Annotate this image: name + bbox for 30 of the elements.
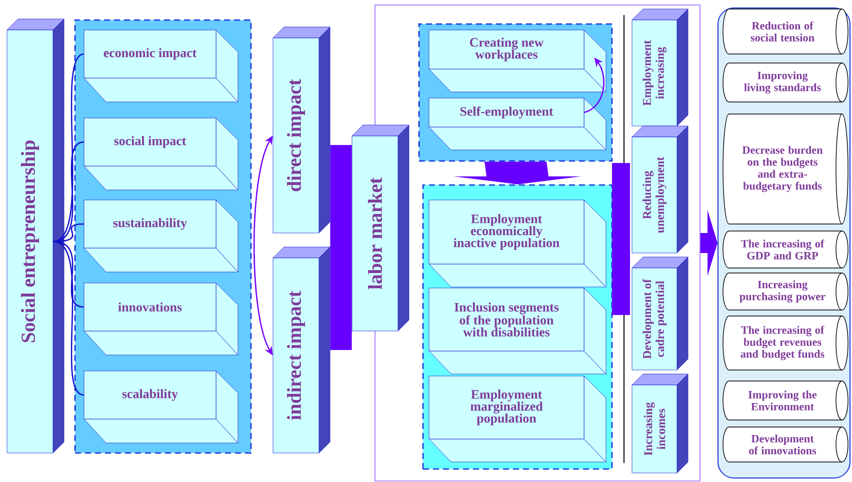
block-box: Increasing incomes	[632, 374, 688, 474]
cylinder-box: The increasing of budget revenues and budget funds	[722, 316, 848, 370]
block-box: Employment marginalized population	[428, 376, 606, 462]
block-box: Creating new workplaces	[428, 30, 606, 92]
block-box: direct impact	[272, 26, 330, 234]
block-box: innovations	[84, 282, 238, 356]
cylinder-box: Reduction of social tension	[722, 8, 848, 54]
block-box: Employment economically inactive population	[428, 200, 606, 288]
cylinder-box: Improving the Environment	[722, 380, 848, 420]
cylinder-box: Improving living standards	[722, 62, 848, 102]
block-box: labor market	[352, 124, 410, 332]
block-box: Self-employment	[428, 98, 606, 150]
block-box: Social entrepreneurship	[6, 18, 64, 454]
block-box: Inclusion segments of the population with disabilities	[428, 288, 606, 374]
connector-bar	[330, 145, 352, 350]
cylinder-box: Decrease burden on the budgets and extra-budgetary funds	[722, 114, 848, 224]
block-box: indirect impact	[272, 246, 330, 454]
block-arrow	[700, 210, 718, 276]
connector-line	[53, 240, 84, 396]
block-box: Development of cadre potential	[632, 256, 688, 370]
cylinder-box: Increasing purchasing power	[722, 272, 848, 310]
block-box: scalability	[84, 370, 238, 444]
block-box: Reducing unemployment	[632, 126, 688, 254]
connector-line	[53, 141, 84, 242]
block-box: economic impact	[84, 30, 238, 102]
block-box: Employment increasing	[632, 8, 688, 126]
cylinder-box: Development of innovations	[722, 426, 848, 462]
cylinder-box: The increasing of GDP and GRP	[722, 230, 848, 268]
block-box: social impact	[84, 118, 238, 190]
block-box: sustainability	[84, 200, 238, 272]
